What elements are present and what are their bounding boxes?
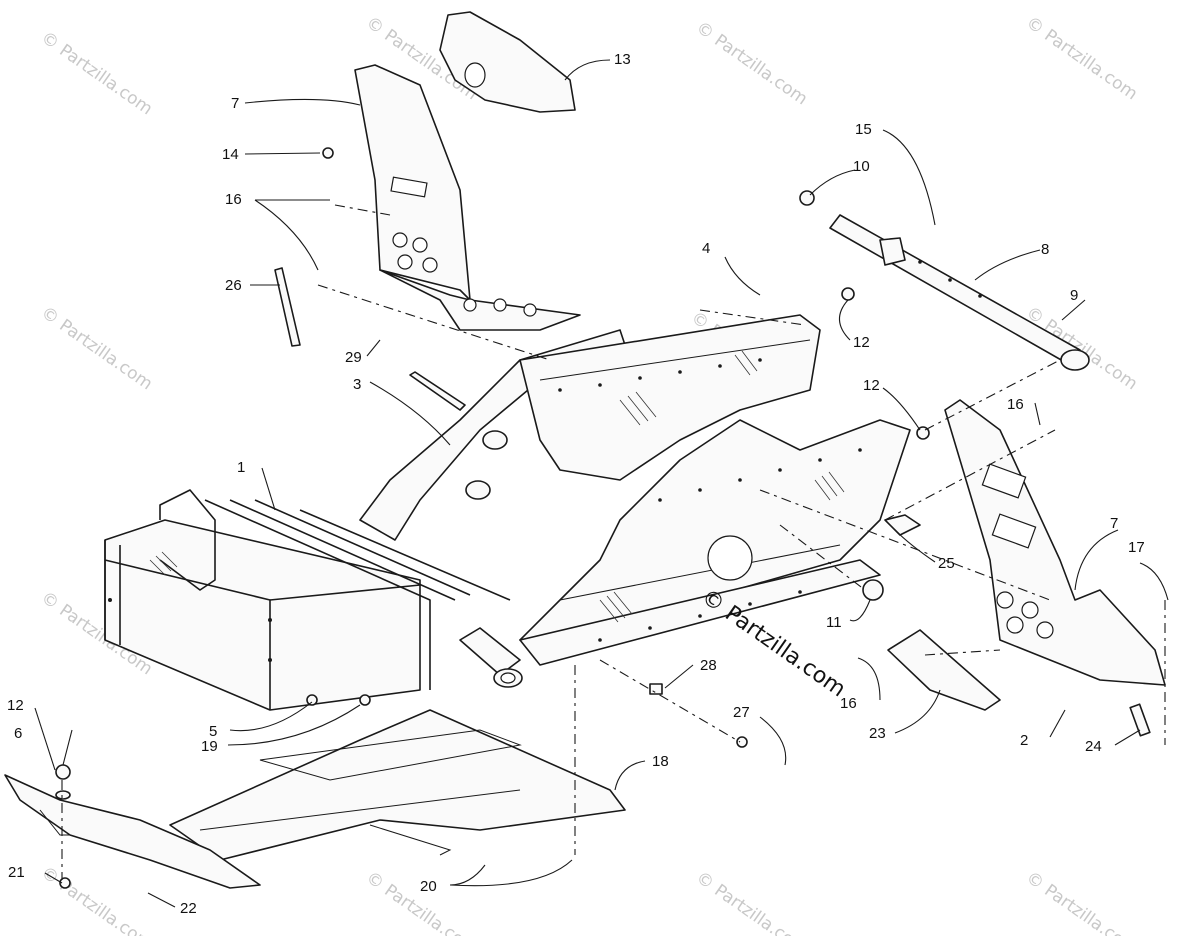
watermark: © Partzilla.com xyxy=(37,303,156,395)
callout-17: 17 xyxy=(1128,539,1145,556)
front-bumper-part xyxy=(4,774,261,889)
watermark: © Partzilla.com xyxy=(37,28,156,120)
assembly-lines xyxy=(61,204,1166,880)
screw-14 xyxy=(322,147,334,159)
callout-27: 27 xyxy=(733,704,750,721)
callout-1: 1 xyxy=(237,459,245,476)
bracket-23 xyxy=(887,629,1001,711)
housing-part xyxy=(439,11,576,113)
right-steering-support-part xyxy=(944,399,1166,686)
callout-3: 3 xyxy=(353,376,361,393)
clip-25 xyxy=(884,514,921,536)
rivet-27 xyxy=(736,736,748,748)
callout-7-left: 7 xyxy=(231,95,239,112)
callout-14: 14 xyxy=(222,146,239,163)
watermark: © Partzilla.com xyxy=(1022,868,1141,936)
callout-11: 11 xyxy=(826,614,842,631)
callout-26: 26 xyxy=(225,277,242,294)
steering-shaft-part xyxy=(829,214,1090,371)
callout-12-support: 12 xyxy=(863,377,880,394)
left-steering-support-part xyxy=(354,64,581,331)
callout-16-left: 16 xyxy=(225,191,242,208)
callout-16-right: 16 xyxy=(1007,396,1024,413)
nut-12c xyxy=(55,764,71,780)
callout-leaders xyxy=(34,59,1169,908)
belly-pan-part xyxy=(169,709,626,861)
plate-3 xyxy=(409,371,466,411)
watermark: © Partzilla.com xyxy=(37,863,156,936)
callout-21: 21 xyxy=(8,864,25,881)
nut-5 xyxy=(306,694,318,706)
callout-20: 20 xyxy=(420,878,437,895)
callout-9: 9 xyxy=(1070,287,1078,304)
nut-19 xyxy=(359,694,371,706)
clip-28 xyxy=(649,683,663,695)
callout-labels: 1 2 3 4 5 6 7 7 8 9 10 11 12 12 12 12 13… xyxy=(7,51,1145,917)
callout-15: 15 xyxy=(855,121,872,138)
hatch-shading xyxy=(149,350,845,623)
watermark: © Partzilla.com xyxy=(692,18,811,110)
plug-11 xyxy=(862,579,884,601)
callout-7-right: 7 xyxy=(1110,515,1118,532)
strap-24 xyxy=(1129,703,1151,737)
screw-21 xyxy=(59,877,71,889)
callout-12-bumper: 12 xyxy=(7,697,24,714)
callout-8: 8 xyxy=(1041,241,1049,258)
callout-28: 28 xyxy=(700,657,717,674)
callout-5: 5 xyxy=(209,723,217,740)
main-frame-part xyxy=(104,314,911,711)
watermark: © Partzilla.com xyxy=(1022,13,1141,105)
callout-2: 2 xyxy=(1020,732,1028,749)
callout-6: 6 xyxy=(14,725,22,742)
callout-24: 24 xyxy=(1085,738,1102,755)
callout-16-bottom: 16 xyxy=(840,695,857,712)
callout-23: 23 xyxy=(869,725,886,742)
callout-29: 29 xyxy=(345,349,362,366)
callout-4: 4 xyxy=(702,240,710,257)
callout-25: 25 xyxy=(938,555,955,572)
callout-12-shaft: 12 xyxy=(853,334,870,351)
callout-22: 22 xyxy=(180,900,197,917)
callout-19: 19 xyxy=(201,738,218,755)
rivets xyxy=(108,358,862,662)
rod-26 xyxy=(274,267,301,347)
watermark: © Partzilla.com xyxy=(692,868,811,936)
callout-18: 18 xyxy=(652,753,669,770)
callout-10: 10 xyxy=(853,158,870,175)
washer-6 xyxy=(55,790,71,800)
nut-12a xyxy=(841,287,855,301)
callout-13: 13 xyxy=(614,51,631,68)
